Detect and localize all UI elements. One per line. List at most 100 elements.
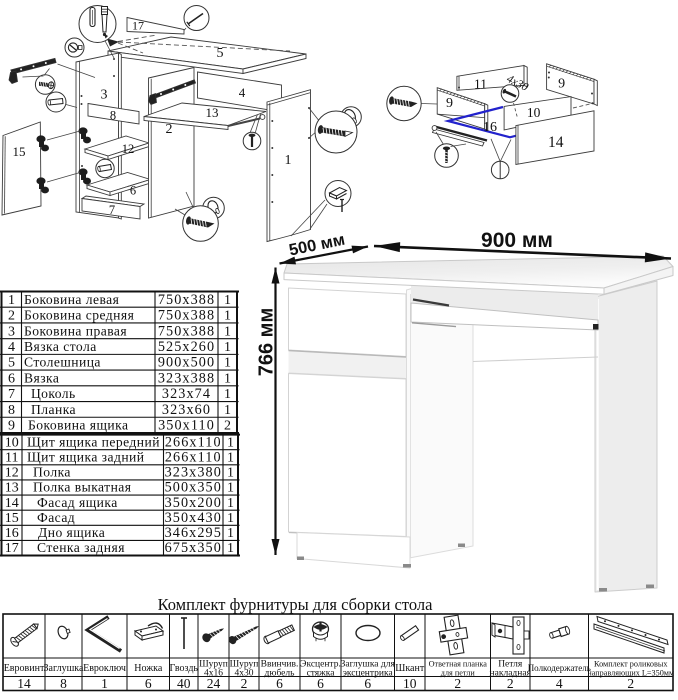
- svg-text:1: 1: [101, 676, 108, 691]
- svg-text:16: 16: [5, 526, 19, 541]
- svg-text:6: 6: [364, 676, 371, 691]
- svg-text:14: 14: [548, 134, 564, 151]
- svg-text:1: 1: [224, 371, 231, 386]
- svg-text:7: 7: [109, 203, 115, 217]
- svg-text:Вязка: Вязка: [24, 370, 59, 385]
- svg-text:323х74: 323х74: [162, 386, 211, 402]
- svg-text:5: 5: [217, 46, 224, 61]
- svg-text:17: 17: [132, 19, 144, 33]
- svg-text:750х388: 750х388: [158, 308, 215, 324]
- svg-text:750х388: 750х388: [158, 292, 215, 308]
- svg-text:6: 6: [130, 184, 136, 198]
- svg-text:7: 7: [8, 387, 15, 402]
- svg-text:2: 2: [224, 419, 231, 434]
- svg-text:323х388: 323х388: [158, 370, 215, 386]
- svg-text:6: 6: [317, 676, 324, 691]
- svg-text:900 мм: 900 мм: [481, 229, 553, 252]
- svg-text:675х350: 675х350: [165, 540, 222, 556]
- svg-text:4х16: 4х16: [204, 669, 223, 679]
- svg-text:3: 3: [8, 324, 15, 339]
- svg-text:Евроключ: Евроключ: [83, 663, 126, 674]
- svg-text:1: 1: [224, 293, 231, 308]
- svg-text:дюбель: дюбель: [265, 668, 296, 679]
- svg-text:Вязка стола: Вязка стола: [24, 339, 97, 354]
- svg-text:11: 11: [474, 77, 487, 92]
- svg-text:9: 9: [8, 419, 15, 434]
- svg-text:4х30: 4х30: [235, 669, 254, 679]
- svg-text:1: 1: [227, 511, 234, 526]
- svg-text:Планка: Планка: [31, 402, 76, 417]
- svg-text:350х200: 350х200: [165, 495, 222, 511]
- svg-text:Шуруп: Шуруп: [230, 660, 259, 670]
- svg-text:Стенка задняя: Стенка задняя: [37, 540, 125, 555]
- svg-text:350х430: 350х430: [165, 510, 222, 526]
- svg-text:9: 9: [558, 77, 565, 92]
- svg-text:4: 4: [556, 676, 563, 691]
- svg-text:13: 13: [5, 481, 19, 496]
- svg-text:Эксцентр.: Эксцентр.: [300, 660, 341, 670]
- svg-text:11: 11: [5, 450, 18, 465]
- svg-text:346х295: 346х295: [165, 525, 222, 541]
- svg-text:500х350: 500х350: [165, 480, 222, 496]
- svg-text:6: 6: [145, 676, 152, 691]
- svg-text:1: 1: [227, 435, 234, 450]
- svg-text:1: 1: [227, 496, 234, 511]
- svg-text:10: 10: [403, 676, 417, 691]
- svg-text:10: 10: [527, 105, 541, 120]
- svg-text:1: 1: [285, 153, 292, 168]
- svg-text:1: 1: [224, 309, 231, 324]
- svg-text:2: 2: [454, 676, 461, 691]
- svg-text:Цоколь: Цоколь: [31, 386, 76, 401]
- svg-text:2: 2: [241, 676, 248, 691]
- svg-text:4: 4: [8, 340, 15, 355]
- svg-text:Боковина средняя: Боковина средняя: [24, 308, 134, 323]
- svg-text:Ввинчив.: Ввинчив.: [261, 660, 299, 670]
- svg-text:Фасад: Фасад: [37, 510, 75, 525]
- svg-text:Щит ящика задний: Щит ящика задний: [27, 449, 145, 464]
- svg-text:Ножка: Ножка: [134, 663, 163, 674]
- svg-text:Полка: Полка: [33, 465, 71, 480]
- svg-text:350х110: 350х110: [158, 418, 215, 434]
- svg-text:4: 4: [239, 85, 246, 100]
- svg-text:14: 14: [5, 496, 19, 511]
- svg-text:1: 1: [227, 541, 234, 556]
- svg-text:1: 1: [224, 356, 231, 371]
- svg-text:Заглушка: Заглушка: [44, 663, 84, 674]
- svg-text:Боковина ящика: Боковина ящика: [28, 418, 128, 433]
- svg-text:12: 12: [122, 142, 135, 156]
- svg-text:Полкодержатель: Полкодержатель: [528, 663, 591, 673]
- svg-text:Щит ящика передний: Щит ящика передний: [27, 434, 160, 449]
- svg-text:1: 1: [224, 324, 231, 339]
- svg-text:направляющих L=350мм: направляющих L=350мм: [587, 669, 674, 678]
- svg-text:266х110: 266х110: [165, 449, 222, 465]
- svg-text:Евровинт: Евровинт: [4, 663, 45, 674]
- svg-text:6: 6: [276, 676, 283, 691]
- svg-text:Фасад ящика: Фасад ящика: [37, 495, 118, 510]
- svg-text:8: 8: [110, 109, 116, 123]
- svg-text:323х380: 323х380: [165, 465, 222, 481]
- svg-text:Шкант: Шкант: [395, 663, 425, 674]
- svg-text:14: 14: [17, 676, 31, 691]
- svg-text:24: 24: [207, 676, 221, 691]
- svg-text:40: 40: [177, 676, 191, 691]
- svg-text:2: 2: [507, 676, 514, 691]
- svg-text:1: 1: [224, 403, 231, 418]
- svg-text:1: 1: [224, 340, 231, 355]
- svg-text:10: 10: [5, 435, 19, 450]
- svg-text:1: 1: [224, 387, 231, 402]
- svg-text:525х260: 525х260: [158, 339, 215, 355]
- svg-text:5: 5: [8, 356, 15, 371]
- svg-text:1: 1: [227, 466, 234, 481]
- svg-text:2: 2: [8, 309, 15, 324]
- svg-text:16: 16: [483, 120, 497, 135]
- svg-text:Гвоздь: Гвоздь: [170, 663, 199, 674]
- svg-text:1: 1: [227, 450, 234, 465]
- svg-text:Шуруп: Шуруп: [199, 660, 228, 670]
- svg-text:323х60: 323х60: [162, 402, 211, 418]
- svg-text:266х110: 266х110: [165, 434, 222, 450]
- svg-text:Боковина левая: Боковина левая: [24, 292, 119, 307]
- svg-text:Дно ящика: Дно ящика: [38, 525, 105, 540]
- svg-text:Комплект роликовых: Комплект роликовых: [594, 660, 667, 669]
- svg-text:2: 2: [166, 122, 173, 137]
- svg-text:стяжка: стяжка: [307, 669, 336, 679]
